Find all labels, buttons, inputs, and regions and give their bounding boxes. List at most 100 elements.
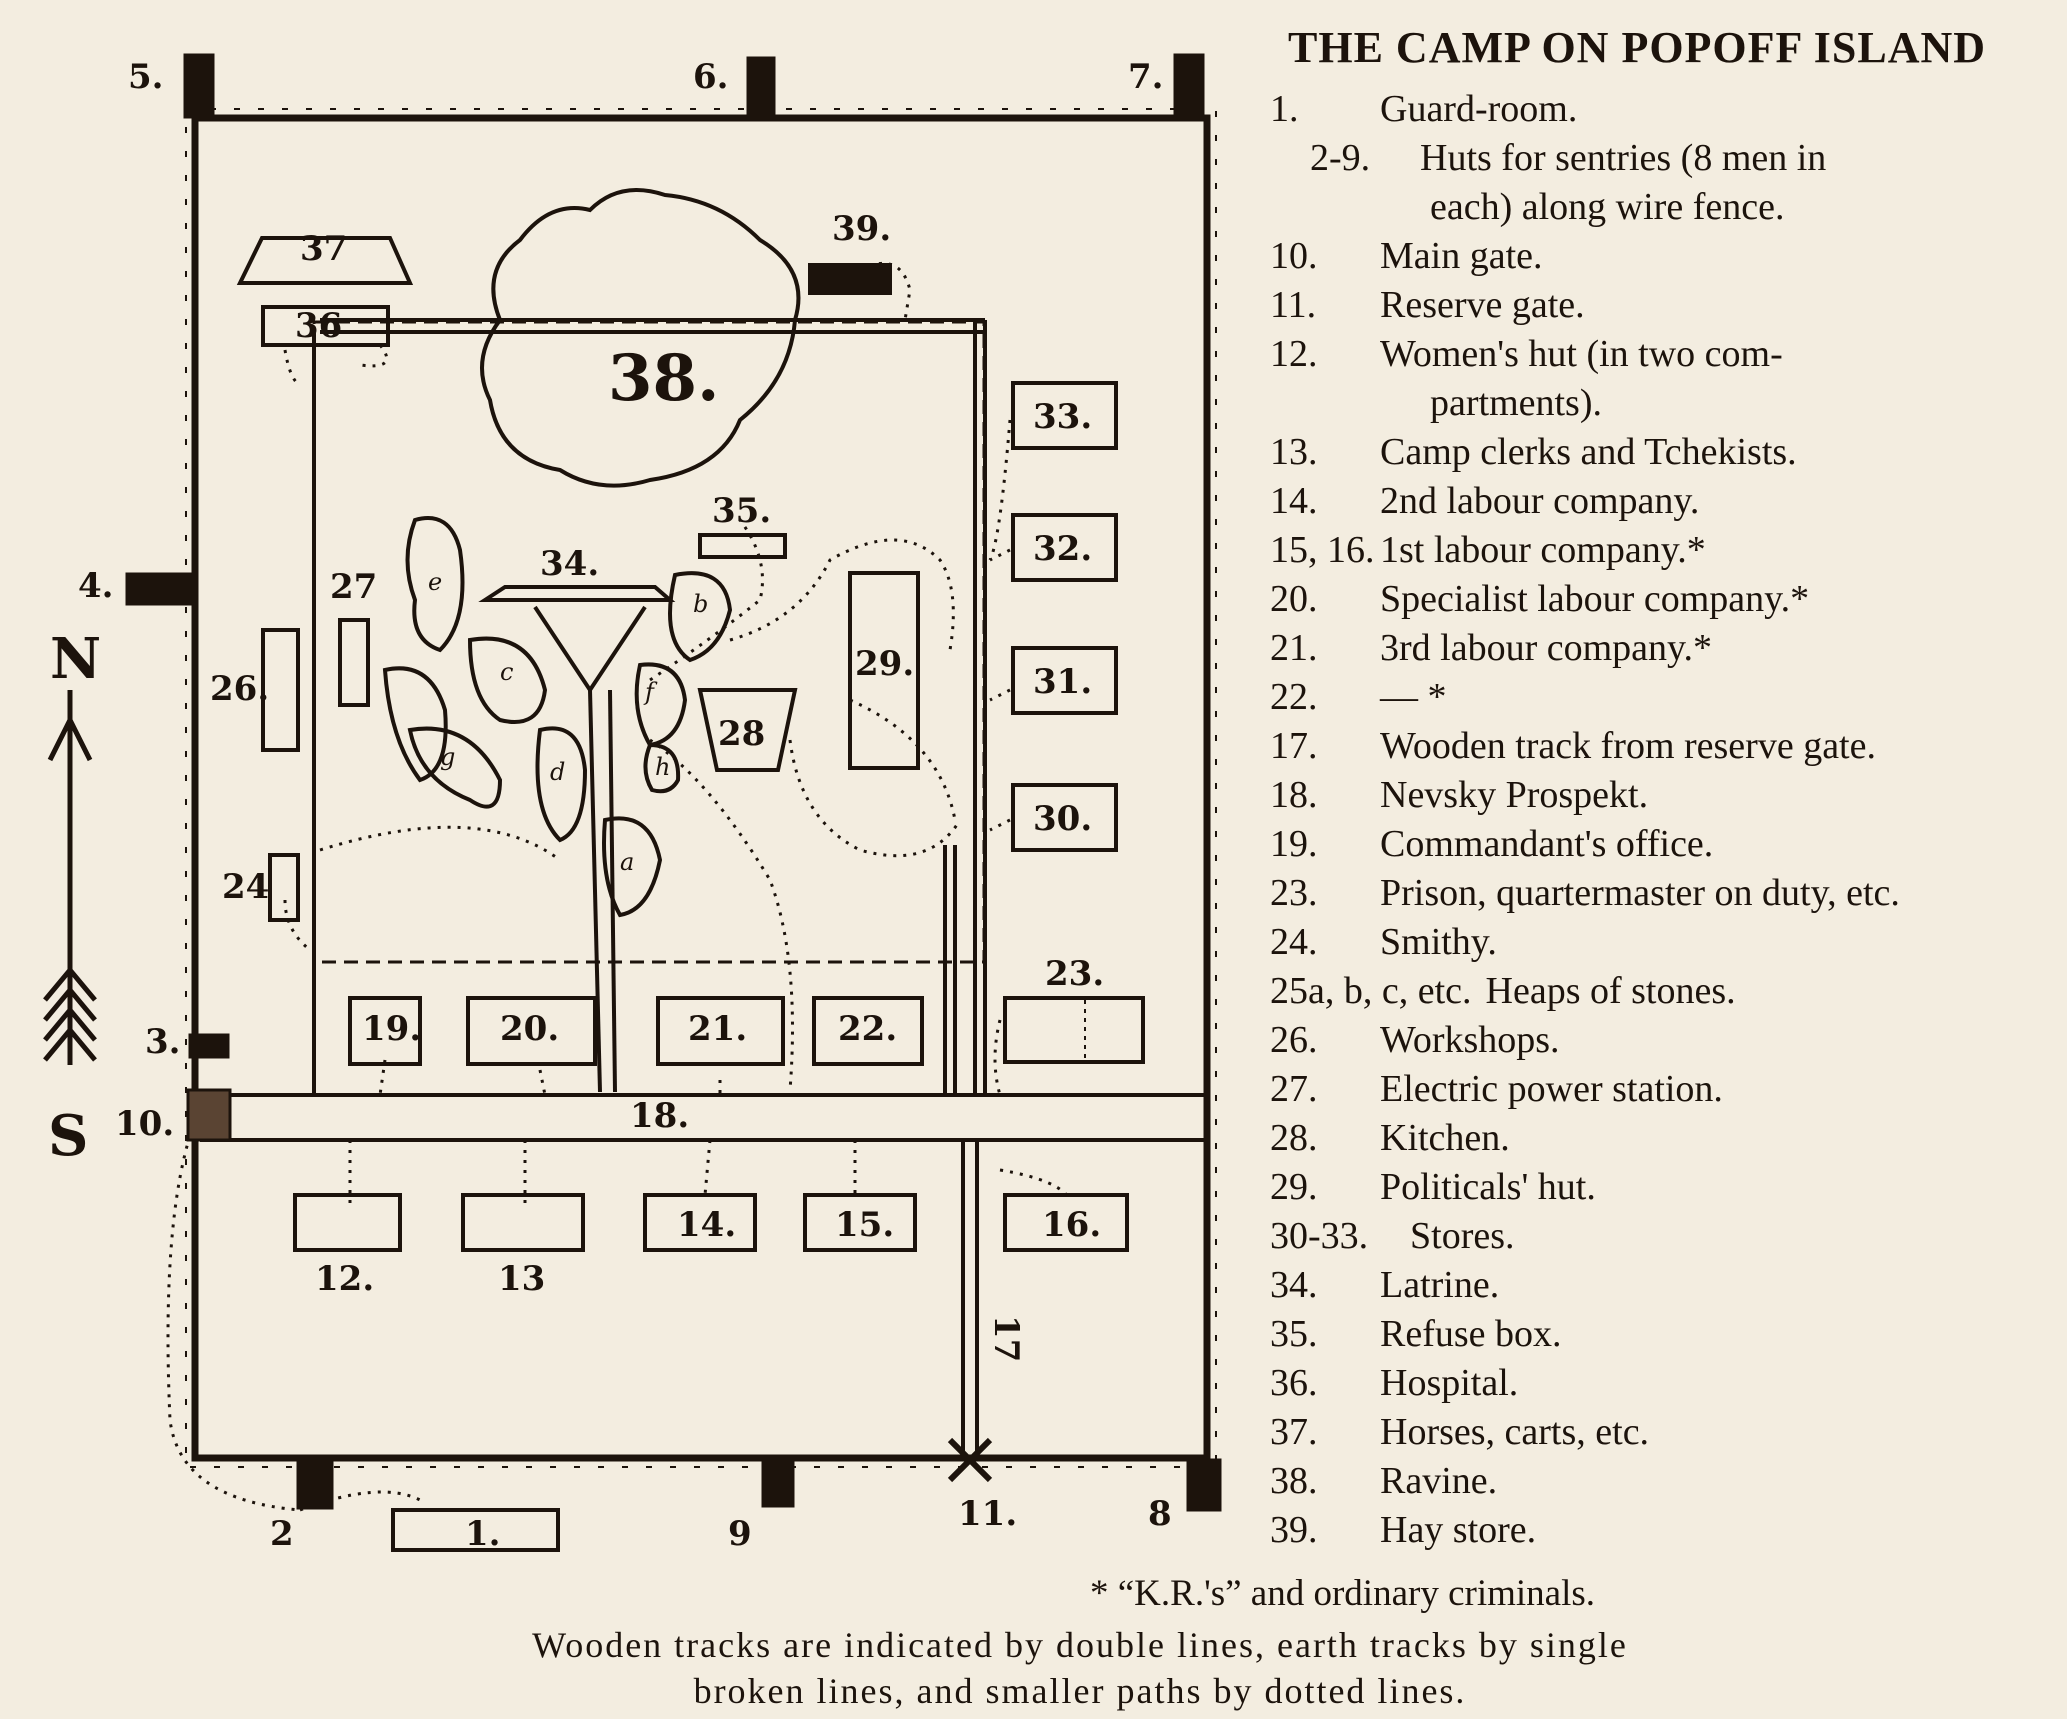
- building-32: [1011, 513, 1118, 582]
- legend-item: 2-9. Huts for sentries (8 men in: [1270, 134, 2050, 183]
- building-24: [268, 853, 300, 922]
- compass-north: N: [50, 626, 101, 692]
- legend-text: Wooden track from reserve gate.: [1380, 725, 1876, 767]
- map-caption: Wooden tracks are indicated by double li…: [360, 1622, 1800, 1714]
- legend-number: 22.: [1270, 676, 1318, 718]
- legend-number: 34.: [1270, 1264, 1318, 1306]
- legend-text: Commandant's office.: [1380, 823, 1714, 865]
- legend-item: 28.Kitchen.: [1270, 1114, 2050, 1163]
- label-10: 10.: [115, 1104, 174, 1144]
- legend-text: 1st labour company.*: [1380, 529, 1706, 571]
- main-gate: [186, 1088, 232, 1142]
- legend-item: 38.Ravine.: [1270, 1457, 2050, 1506]
- right-wooden-track: [943, 320, 987, 1095]
- label-29: 29.: [855, 644, 914, 684]
- reserve-gate-track: [961, 1140, 979, 1458]
- legend-item: 37. Horses, carts, etc.: [1270, 1408, 2050, 1457]
- building-23: [1003, 996, 1145, 1064]
- label-30: 30.: [1033, 799, 1092, 839]
- legend-number: 14.: [1270, 480, 1318, 522]
- building-21: [656, 996, 785, 1066]
- legend-text: Refuse box.: [1380, 1313, 1562, 1355]
- inner-enclosure: [312, 320, 986, 964]
- legend-number: 2-9.: [1310, 137, 1371, 179]
- legend-text: Horses, carts, etc.: [1380, 1411, 1650, 1453]
- building-13: [461, 1193, 585, 1252]
- legend-text: Camp clerks and Tchekists.: [1380, 431, 1797, 473]
- label-19: 19.: [362, 1009, 421, 1049]
- heap-label-f: f: [643, 678, 658, 706]
- legend-text: — *: [1380, 676, 1447, 718]
- legend-text: Nevsky Prospekt.: [1380, 774, 1649, 816]
- label-18: 18.: [630, 1096, 689, 1136]
- legend-number: 24.: [1270, 921, 1318, 963]
- building-36: [261, 305, 390, 347]
- building-15: [803, 1193, 917, 1252]
- label-2: 2: [270, 1514, 294, 1554]
- label-38: 38.: [608, 341, 719, 416]
- label-5: 5.: [128, 57, 164, 97]
- legend-item: 21.3rd labour company.*: [1270, 624, 2050, 673]
- legend-number: 15, 16.: [1270, 529, 1375, 571]
- latrine-path: [533, 605, 647, 1093]
- label-23: 23.: [1045, 954, 1104, 994]
- wire-fence-inner: [185, 108, 1217, 1468]
- legend-number: 12.: [1270, 333, 1318, 375]
- legend-number: 18.: [1270, 774, 1318, 816]
- legend-item: each) along wire fence.: [1270, 183, 2050, 232]
- building-37: [236, 236, 414, 285]
- legend-item: 36.Hospital.: [1270, 1359, 2050, 1408]
- building-16: [1003, 1193, 1129, 1252]
- legend-text: Women's hut (in two com-: [1380, 333, 1783, 375]
- legend-text: Specialist labour company.*: [1380, 578, 1810, 620]
- label-11: 11.: [958, 1494, 1017, 1534]
- stone-heaps: [382, 516, 733, 918]
- legend-item: 35. Refuse box.: [1270, 1310, 2050, 1359]
- caption-line-2: broken lines, and smaller paths by dotte…: [693, 1671, 1467, 1711]
- heap-label-d: d: [550, 758, 565, 786]
- legend-number: 17.: [1270, 725, 1318, 767]
- building-20: [466, 996, 597, 1066]
- label-24: 24: [222, 867, 269, 907]
- label-35: 35.: [712, 491, 771, 531]
- building-33: [1011, 381, 1118, 450]
- legend-number: 27.: [1270, 1068, 1318, 1110]
- label-4: 4.: [78, 566, 114, 606]
- label-20: 20.: [500, 1009, 559, 1049]
- map-labels: 1. 2 3. 4. 5. 6. 7. 8 9 10. 11. 12. 13 1…: [78, 57, 1172, 1554]
- legend-text: Huts for sentries (8 men in: [1420, 137, 1827, 179]
- label-1: 1.: [465, 1514, 501, 1554]
- stone-heap-labels: a b c d e f g h: [428, 568, 708, 876]
- legend-number: 37.: [1270, 1411, 1318, 1453]
- building-29: [848, 571, 920, 770]
- heap-label-e: e: [428, 568, 442, 596]
- camp-map: N S 1. 2 3. 4. 5. 6. 7. 8 9 10. 11. 12. …: [43, 53, 1222, 1554]
- legend-item: 19.Commandant's office.: [1270, 820, 2050, 869]
- legend-item: 22. — *: [1270, 673, 2050, 722]
- legend-text: Guard-room.: [1380, 88, 1578, 130]
- legend-item: 27.Electric power station.: [1270, 1065, 2050, 1114]
- map-legend: THE CAMP ON POPOFF ISLAND 1.Guard-room. …: [1270, 22, 2050, 1555]
- label-22: 22.: [838, 1009, 897, 1049]
- building-19: [348, 996, 422, 1066]
- building-22: [812, 996, 924, 1066]
- legend-number: 23.: [1270, 872, 1318, 914]
- building-35: [698, 533, 787, 559]
- compass-south: S: [48, 1103, 88, 1169]
- heap-label-a: a: [620, 848, 634, 876]
- legend-text: Smithy.: [1380, 921, 1497, 963]
- legend-text: Workshops.: [1380, 1019, 1560, 1061]
- legend-item: 13.Camp clerks and Tchekists.: [1270, 428, 2050, 477]
- legend-text: Kitchen.: [1380, 1117, 1510, 1159]
- legend-number: 35.: [1270, 1313, 1318, 1355]
- legend-text: Ravine.: [1380, 1460, 1498, 1502]
- legend-text: Hay store.: [1380, 1509, 1537, 1551]
- building-30: [1011, 783, 1118, 852]
- label-7: 7.: [1128, 57, 1164, 97]
- label-34: 34.: [540, 544, 599, 584]
- legend-text: Stores.: [1410, 1215, 1515, 1257]
- legend-item: 11.Reserve gate.: [1270, 281, 2050, 330]
- label-12: 12.: [315, 1259, 374, 1299]
- building-1-guard-room: [391, 1508, 560, 1552]
- label-33: 33.: [1033, 397, 1092, 437]
